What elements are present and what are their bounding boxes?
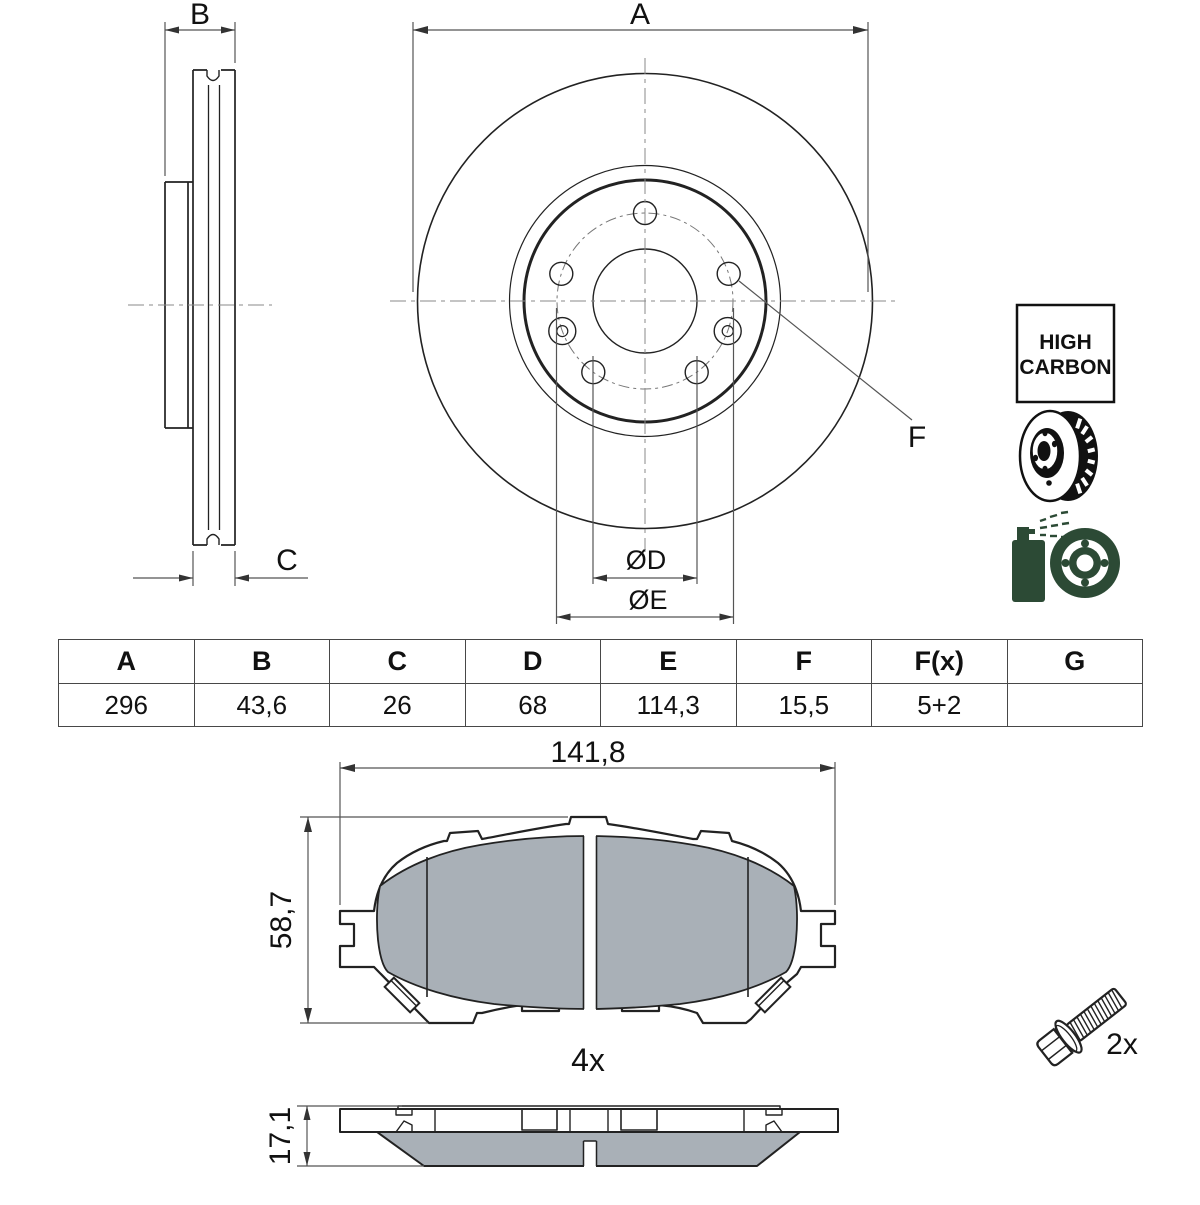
spec-value-c: 26	[329, 683, 466, 727]
spec-table-value-row: 296 43,6 26 68 114,3 15,5 5+2	[58, 683, 1143, 727]
dimension-pad-width	[339, 762, 836, 905]
dim-b-label: B	[190, 0, 210, 31]
dim-c-label: C	[276, 544, 298, 577]
spec-header-fx: F(x)	[871, 639, 1008, 684]
dim-d-label: ØD	[626, 545, 667, 575]
dimension-b	[164, 22, 236, 176]
pad-height-label: 58,7	[265, 891, 298, 949]
spec-value-b: 43,6	[193, 683, 330, 727]
spec-header-b: B	[193, 639, 330, 684]
pad-thickness-label: 17,1	[264, 1107, 297, 1165]
vented-disc-icon	[1018, 409, 1098, 503]
disc-side-view	[128, 69, 272, 546]
spec-value-g	[1006, 683, 1143, 727]
spec-table-header-row: A B C D E F F(x) G	[58, 639, 1143, 684]
pad-corner-tab-right	[754, 976, 792, 1014]
spray-mist	[1039, 510, 1070, 539]
bolt-icon	[1036, 987, 1127, 1067]
high-carbon-line2: CARBON	[1019, 356, 1111, 379]
spec-value-a: 296	[58, 683, 195, 727]
dimension-e	[555, 308, 735, 624]
spec-header-c: C	[329, 639, 466, 684]
brake-pad-side-view	[339, 1105, 839, 1168]
spec-header-g: G	[1006, 639, 1143, 684]
dimension-a	[412, 22, 869, 292]
spec-header-a: A	[58, 639, 195, 684]
pad-width-label: 141,8	[550, 736, 625, 769]
dim-f-label: F	[908, 421, 926, 454]
dim-e-label: ØE	[628, 585, 667, 615]
spray-coating-icon	[1012, 510, 1120, 602]
dim-a-label: A	[630, 0, 650, 31]
spec-value-f: 15,5	[735, 683, 872, 727]
disc-front-view	[390, 58, 900, 552]
spec-header-e: E	[600, 639, 737, 684]
f-leader-line	[738, 280, 913, 421]
dimension-pad-thickness	[297, 1105, 424, 1167]
spec-header-d: D	[464, 639, 601, 684]
dimension-c	[133, 551, 308, 586]
brake-pad-front-view	[338, 815, 837, 1025]
pad-center-slot	[584, 835, 596, 1010]
spec-value-d: 68	[464, 683, 601, 727]
dimension-pad-height	[300, 816, 568, 1024]
bolt-quantity-label: 2x	[1106, 1028, 1138, 1061]
spec-header-f: F	[735, 639, 872, 684]
spec-value-e: 114,3	[600, 683, 737, 727]
high-carbon-line1: HIGH	[1039, 331, 1092, 354]
dimension-d	[592, 356, 698, 584]
pad-quantity-label: 4x	[571, 1042, 605, 1078]
pad-corner-tab-left	[383, 976, 421, 1014]
spec-table: A B C D E F F(x) G 296 43,6 26 68 114,3 …	[58, 639, 1143, 727]
high-carbon-badge: HIGH CARBON	[1015, 303, 1116, 404]
spec-value-fx: 5+2	[871, 683, 1008, 727]
